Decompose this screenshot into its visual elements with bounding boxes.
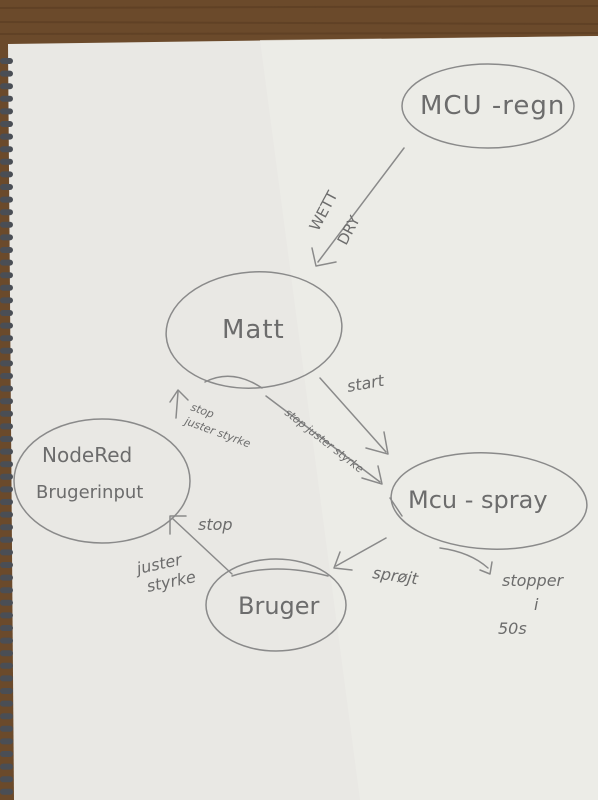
node-nodered-ellipse [13,418,191,544]
spiral-ring [0,574,13,581]
edge-bruger-to-nodered [171,517,233,575]
spiral-ring [0,259,13,266]
spiral-ring [0,511,13,518]
edges [169,147,493,575]
spiral-ring [0,612,13,619]
spiral-ring [0,423,13,430]
arrowhead-stopper [479,561,493,575]
spiral-ring [0,347,13,354]
node-matt-inner-arc [204,375,263,389]
spiral-ring [0,788,13,795]
spiral-ring [0,549,13,556]
node-nodered-label-line2: Brugerinput [36,482,143,503]
spiral-ring [0,675,13,682]
spiral-ring [0,171,13,178]
spiral-ring [0,70,13,77]
spiral-ring [0,410,13,417]
spiral-ring [0,763,13,770]
node-bruger-ellipse [205,558,347,652]
spiral-ring [0,108,13,115]
spiral-ring [0,385,13,392]
spiral-ring [0,310,13,316]
spiral-ring [0,83,13,90]
spiral-ring [0,284,13,291]
spiral-ring [0,562,13,568]
spiral-ring [0,688,13,694]
spiral-ring [0,360,13,367]
spiral-ring [0,700,13,707]
node-mcu-spray-label: Mcu - spray [408,486,548,514]
edge-label-stop-bruger: stop [198,515,233,534]
spiral-ring [0,158,13,165]
spiral-ring [0,95,13,102]
spiral-ring [0,133,13,140]
arrowhead-stop-juster [361,465,383,485]
spiral-ring [0,473,13,480]
spiral-ring [0,221,13,228]
edge-nodered-to-matt [175,391,179,419]
spiral-ring [0,335,13,342]
arrowhead-sprojt [333,551,353,571]
arrowhead-start [365,431,389,455]
spiral-ring [0,637,13,644]
spiral-ring [0,184,13,190]
spiral-ring [0,713,13,720]
spiral-ring [0,776,13,783]
spiral-ring [0,121,13,127]
arrowhead-bruger-to-nodered [169,515,187,535]
spiral-ring [0,486,13,493]
spiral-ring [0,247,13,253]
spiral-ring [0,599,13,606]
spiral-ring [0,448,13,455]
spiral-ring [0,146,13,153]
node-bruger-label: Bruger [238,592,320,620]
edge-matt-to-spray-start [319,377,387,453]
spiral-ring [0,524,13,531]
spiral-ring [0,272,13,279]
spiral-ring [0,725,13,732]
spiral-ring [0,662,13,669]
spiral-ring [0,58,13,64]
node-matt-ellipse [165,271,343,389]
spiral-binding [0,58,13,795]
wood-grain [0,5,598,35]
spiral-ring [0,751,13,757]
spiral-ring [0,738,13,745]
spiral-ring [0,297,13,304]
spiral-ring [0,209,13,216]
node-nodered-label-line1: NodeRed [42,443,132,467]
arrowhead-nodered-to-matt [169,389,189,403]
spiral-ring [0,196,13,203]
spiral-ring [0,398,13,405]
scribble-spray [389,497,403,517]
edge-label-stopper: stopper [502,571,565,590]
edge-matt-to-spray-stop [265,395,381,483]
node-mcu-spray-ellipse [390,452,588,550]
spiral-ring [0,436,13,442]
edge-spray-to-stopper [439,547,489,569]
node-matt-label: Matt [222,315,285,345]
spiral-ring [0,587,13,594]
spiral-ring [0,234,13,241]
spiral-ring [0,650,13,657]
edge-spray-to-bruger [335,537,387,567]
edge-label-stopper-i: i [534,595,539,614]
edge-label-stopper-50s: 50s [498,619,527,638]
spiral-ring [0,322,13,329]
node-mcu-regn-ellipse [401,63,575,149]
spiral-ring [0,373,13,379]
spiral-ring [0,625,13,631]
node-mcu-regn-label: MCU -regn [420,91,565,121]
edge-regn-to-matt [317,147,405,263]
node-bruger-inner-arc [231,568,329,577]
spiral-ring [0,536,13,543]
spiral-ring [0,499,13,505]
spiral-ring [0,461,13,468]
arrowhead-regn-to-matt [311,247,337,267]
